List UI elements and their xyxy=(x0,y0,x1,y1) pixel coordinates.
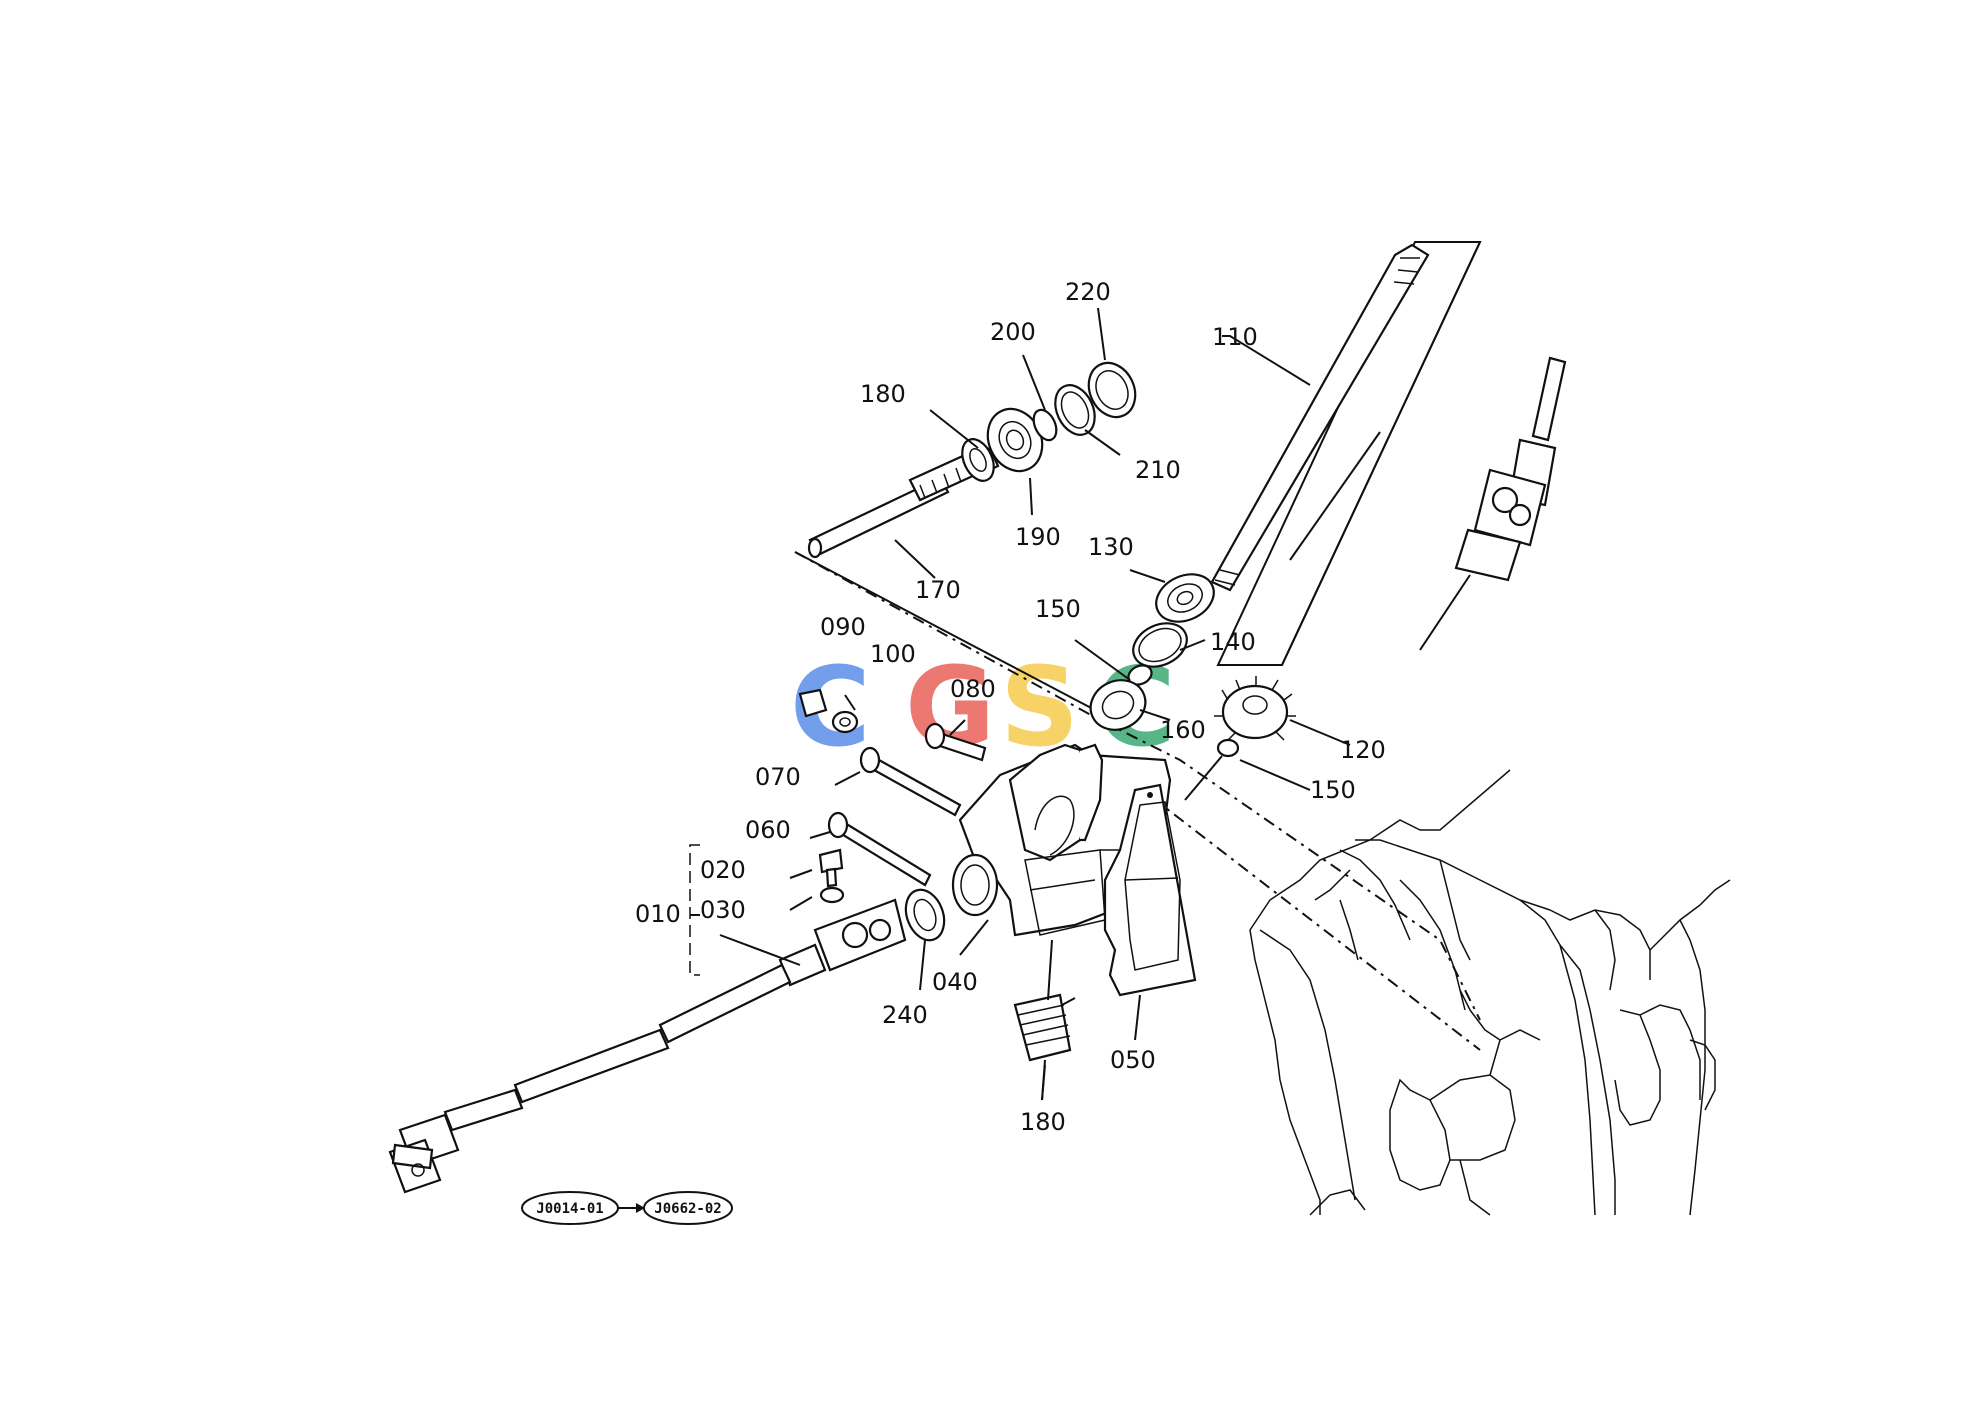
gasket-050 xyxy=(1103,783,1197,997)
label-060: 060 xyxy=(745,816,791,844)
pinion-gear-180 xyxy=(1013,939,1076,1101)
label-130: 130 xyxy=(1088,533,1134,561)
reference-tag-to xyxy=(643,1191,733,1225)
bevel-gear-120 xyxy=(1184,676,1296,801)
reference-arrowhead xyxy=(636,1203,645,1213)
mid-bearing-cluster xyxy=(1089,573,1215,731)
label-070: 070 xyxy=(755,763,801,791)
lower-steering-shaft xyxy=(388,898,907,1194)
label-150-upper: 150 xyxy=(1035,595,1081,623)
label-030: 030 xyxy=(700,896,746,924)
assembly-centerlines xyxy=(794,551,1481,1051)
transmission-housing xyxy=(1249,769,1731,1216)
label-240: 240 xyxy=(882,1001,928,1029)
label-090: 090 xyxy=(820,613,866,641)
label-210: 200 xyxy=(990,318,1036,346)
label-220: 210 xyxy=(1135,456,1181,484)
label-170: 170 xyxy=(915,576,961,604)
label-120: 120 xyxy=(1340,736,1386,764)
label-050: 050 xyxy=(1110,1046,1156,1074)
label-040: 040 xyxy=(932,968,978,996)
label-190: 180 xyxy=(860,380,906,408)
watermark-letter-1: C xyxy=(790,643,871,771)
label-140: 140 xyxy=(1210,628,1256,656)
label-200: 190 xyxy=(1015,523,1061,551)
steering-shaft xyxy=(1210,241,1482,666)
label-110: 110 xyxy=(1212,323,1258,351)
upper-universal-joint xyxy=(1419,356,1567,651)
label-020: 020 xyxy=(700,856,746,884)
label-010: 010 xyxy=(635,900,681,928)
leader-lines xyxy=(690,307,1351,1101)
oil-seal-240 xyxy=(904,888,946,942)
shaft-frame-line xyxy=(794,551,1096,711)
part-labels: 220 200 110 180 210 190 130 170 150 140 … xyxy=(635,278,1386,1136)
label-160: 160 xyxy=(1160,716,1206,744)
bolt-020-washer-030 xyxy=(818,848,845,904)
bolts xyxy=(798,688,987,887)
reference-tags: J0014-01 J0662-02 xyxy=(521,1191,733,1225)
label-180: 180 xyxy=(1020,1108,1066,1136)
reference-to-label: J0662-02 xyxy=(654,1201,721,1217)
reference-from-label: J0014-01 xyxy=(536,1201,603,1217)
bracket-010 xyxy=(689,844,700,976)
label-080: 080 xyxy=(950,675,996,703)
label-150-lower: 150 xyxy=(1310,776,1356,804)
label-230: 220 xyxy=(1065,278,1111,306)
label-100: 100 xyxy=(870,640,916,668)
upper-bearing-cluster xyxy=(961,361,1137,482)
